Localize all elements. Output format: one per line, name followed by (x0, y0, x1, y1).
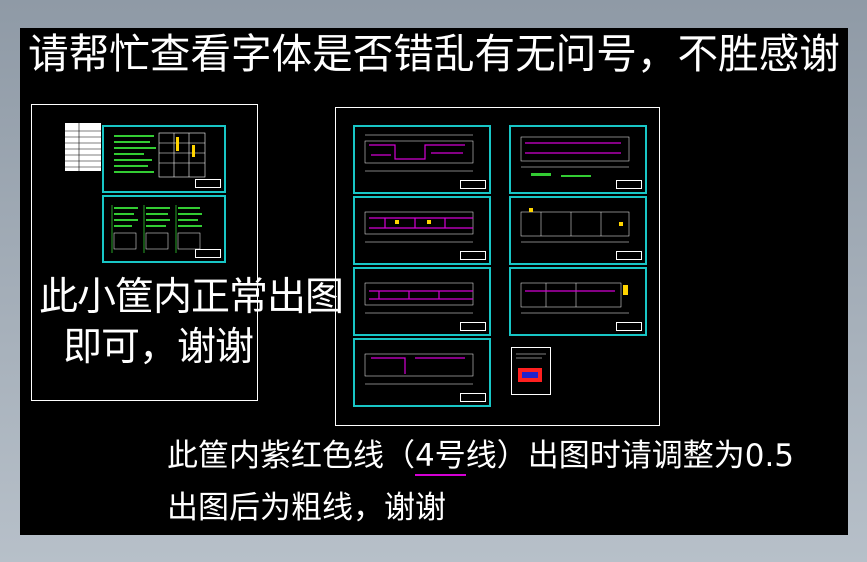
header-note: 请帮忙查看字体是否错乱有无问号，不胜感谢 (28, 30, 840, 78)
sheet-title-block (616, 251, 642, 260)
cad-canvas[interactable]: 请帮忙查看字体是否错乱有无问号，不胜感谢 (20, 28, 848, 535)
right-plot-frame[interactable] (335, 107, 660, 426)
sheet-panel-schedule-content (111, 205, 202, 253)
legend-table-lines (65, 123, 101, 171)
bottom-note-suffix: 线）出图时请调整为0.5 (465, 438, 795, 474)
bottom-note-line2: 出图后为粗线，谢谢 (167, 490, 446, 526)
bottom-note-prefix: 此筐内紫红色线（ (167, 438, 415, 474)
sheet-title-block (460, 393, 486, 402)
sheet-floor-plan-4-content (364, 353, 474, 385)
sheet-floor-plan-2-content (364, 211, 474, 243)
sheet-title-block (616, 180, 642, 189)
sheet-floor-plan-5-content (520, 136, 630, 177)
sheet-floor-plan-1-content (364, 134, 474, 172)
sheet-title-block (460, 180, 486, 189)
sheet-floor-plan-6[interactable] (509, 196, 647, 265)
sheet-title-block (460, 322, 486, 331)
left-frame-note-line2: 即可，谢谢 (63, 325, 254, 370)
sheet-floor-plan-1[interactable] (353, 125, 491, 194)
sheet-floor-plan-7-content (520, 282, 629, 314)
sheet-floor-plan-6-content (520, 208, 630, 243)
sheet-title-block (195, 179, 221, 188)
sheet-floor-plan-5[interactable] (509, 125, 647, 194)
sheet-floor-plan-7[interactable] (509, 267, 647, 336)
sheet-legend-small[interactable] (511, 347, 551, 395)
sheet-title-block (195, 249, 221, 258)
sheet-title-block (460, 251, 486, 260)
left-plot-frame[interactable]: 此小筐内正常出图 即可，谢谢 (31, 104, 344, 401)
sheet-floor-plan-4[interactable] (353, 338, 491, 407)
legend-table (65, 123, 101, 171)
sheet-legend-small-content (516, 353, 546, 382)
sheet-floor-plan-3[interactable] (353, 267, 491, 336)
sheet-panel-schedule[interactable] (102, 195, 226, 263)
bottom-note-line-number: 4号 (415, 438, 466, 476)
sheet-system-diagram[interactable] (102, 125, 226, 193)
sheet-title-block (616, 322, 642, 331)
sheet-floor-plan-2[interactable] (353, 196, 491, 265)
bottom-note-line1: 此筐内紫红色线（4号线）出图时请调整为0.5 (167, 438, 795, 476)
sheet-system-diagram-content (114, 132, 206, 178)
left-frame-note-line1: 此小筐内正常出图 (39, 275, 344, 320)
sheet-floor-plan-3-content (364, 282, 474, 314)
